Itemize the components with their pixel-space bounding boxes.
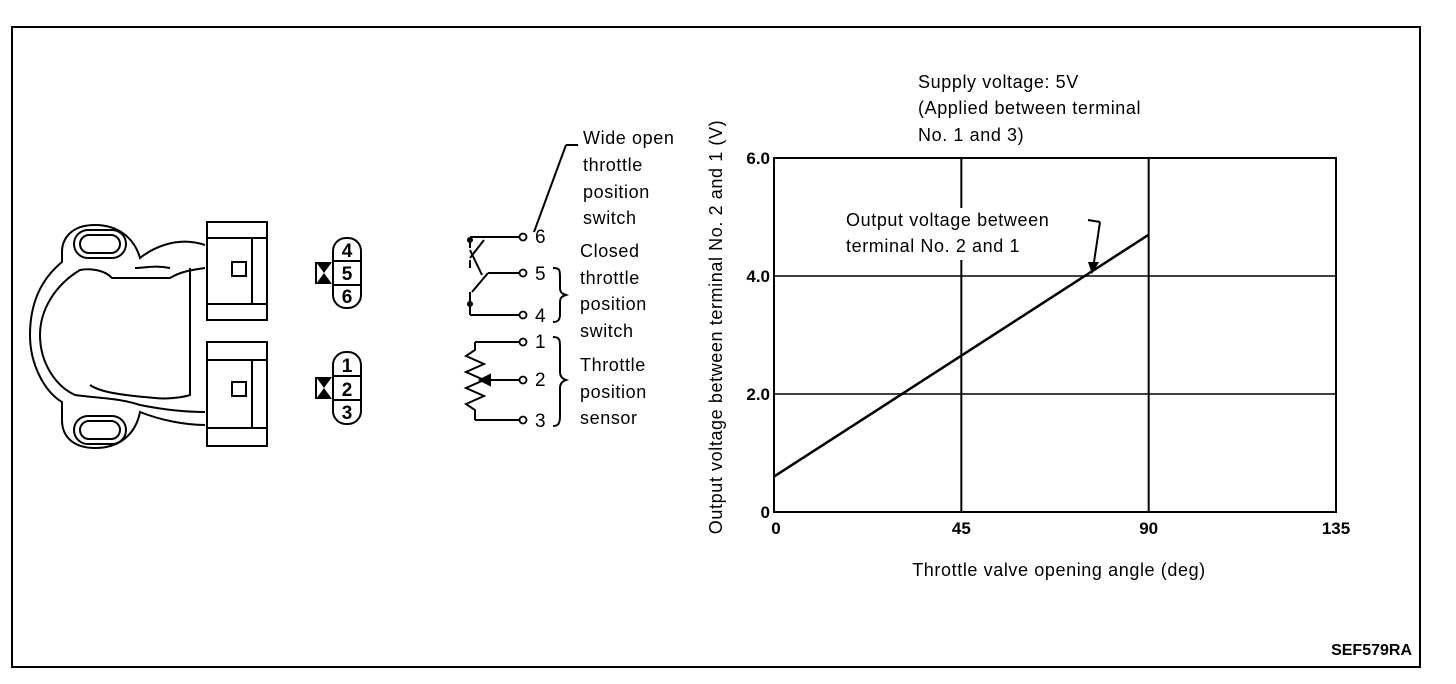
y-tick-label: 6.0	[746, 149, 770, 168]
connector-upper: 4 5 6	[315, 237, 362, 309]
figure-code: SEF579RA	[1331, 642, 1412, 659]
svg-text:Output voltage between: Output voltage between	[846, 210, 1049, 230]
pin-label: 6	[342, 287, 353, 308]
svg-text:Throttle: Throttle	[580, 355, 646, 375]
svg-text:terminal No. 2 and 1: terminal No. 2 and 1	[846, 236, 1020, 256]
series-line	[773, 233, 1150, 478]
sensor-body	[28, 221, 268, 450]
svg-text:position: position	[580, 294, 647, 314]
annotation-leader	[1093, 221, 1101, 263]
x-tick-label: 90	[1139, 519, 1158, 538]
supply-note: Supply voltage: 5V (Applied between term…	[918, 72, 1141, 145]
terminal-number: 4	[535, 306, 546, 327]
svg-text:(Applied between terminal: (Applied between terminal	[918, 98, 1141, 118]
svg-text:Wide open: Wide open	[583, 128, 674, 148]
x-tick-label: 135	[1322, 519, 1350, 538]
wide-open-switch-label: Wide open throttle position switch	[583, 128, 674, 228]
svg-text:No. 1 and 3): No. 1 and 3)	[918, 125, 1024, 145]
svg-text:Supply voltage: 5V: Supply voltage: 5V	[918, 72, 1079, 92]
pin-label: 4	[342, 241, 353, 262]
y-tick-label: 2.0	[746, 385, 770, 404]
svg-text:position: position	[580, 382, 647, 402]
pin-label: 3	[342, 403, 353, 424]
circuit-schematic	[463, 144, 578, 427]
output-annotation: Output voltage between terminal No. 2 an…	[842, 208, 1101, 274]
x-axis-label: Throttle valve opening angle (deg)	[912, 560, 1206, 580]
pin-label: 2	[342, 380, 353, 401]
terminal-number: 2	[535, 370, 546, 391]
y-axis-label: Output voltage between terminal No. 2 an…	[706, 120, 726, 534]
x-tick-labels: 0 45 90 135	[771, 519, 1350, 538]
svg-text:throttle: throttle	[583, 155, 643, 175]
sensor-label: Throttle position sensor	[580, 355, 647, 428]
y-tick-label: 0	[761, 503, 770, 522]
svg-text:position: position	[583, 182, 650, 202]
pin-label: 1	[342, 356, 353, 377]
plot-frame	[773, 157, 1337, 513]
figure-frame	[11, 26, 1421, 668]
svg-text:switch: switch	[580, 321, 634, 341]
terminal-number: 6	[535, 227, 546, 248]
voltage-chart: 0 45 90 135 0 2.0 4.0 6.0 Throttle valve openi…	[706, 72, 1350, 580]
svg-text:sensor: sensor	[580, 408, 638, 428]
terminal-number: 3	[535, 411, 546, 432]
connector-lower: 1 2 3	[315, 351, 362, 425]
svg-text:switch: switch	[583, 208, 637, 228]
circuit-terminals: 6 5 4 1 2 3	[518, 227, 546, 432]
x-tick-label: 45	[952, 519, 971, 538]
closed-switch-label: Closed throttle position switch	[580, 241, 647, 341]
terminal-number: 1	[535, 332, 546, 353]
annotation-leader	[1087, 219, 1101, 223]
y-tick-labels: 0 2.0 4.0 6.0	[746, 149, 770, 522]
x-tick-label: 0	[771, 519, 780, 538]
terminal-number: 5	[535, 264, 546, 285]
svg-text:throttle: throttle	[580, 268, 640, 288]
annotation-arrowhead	[1088, 262, 1099, 274]
y-tick-label: 4.0	[746, 267, 770, 286]
pin-label: 5	[342, 264, 353, 285]
svg-text:Closed: Closed	[580, 241, 640, 261]
